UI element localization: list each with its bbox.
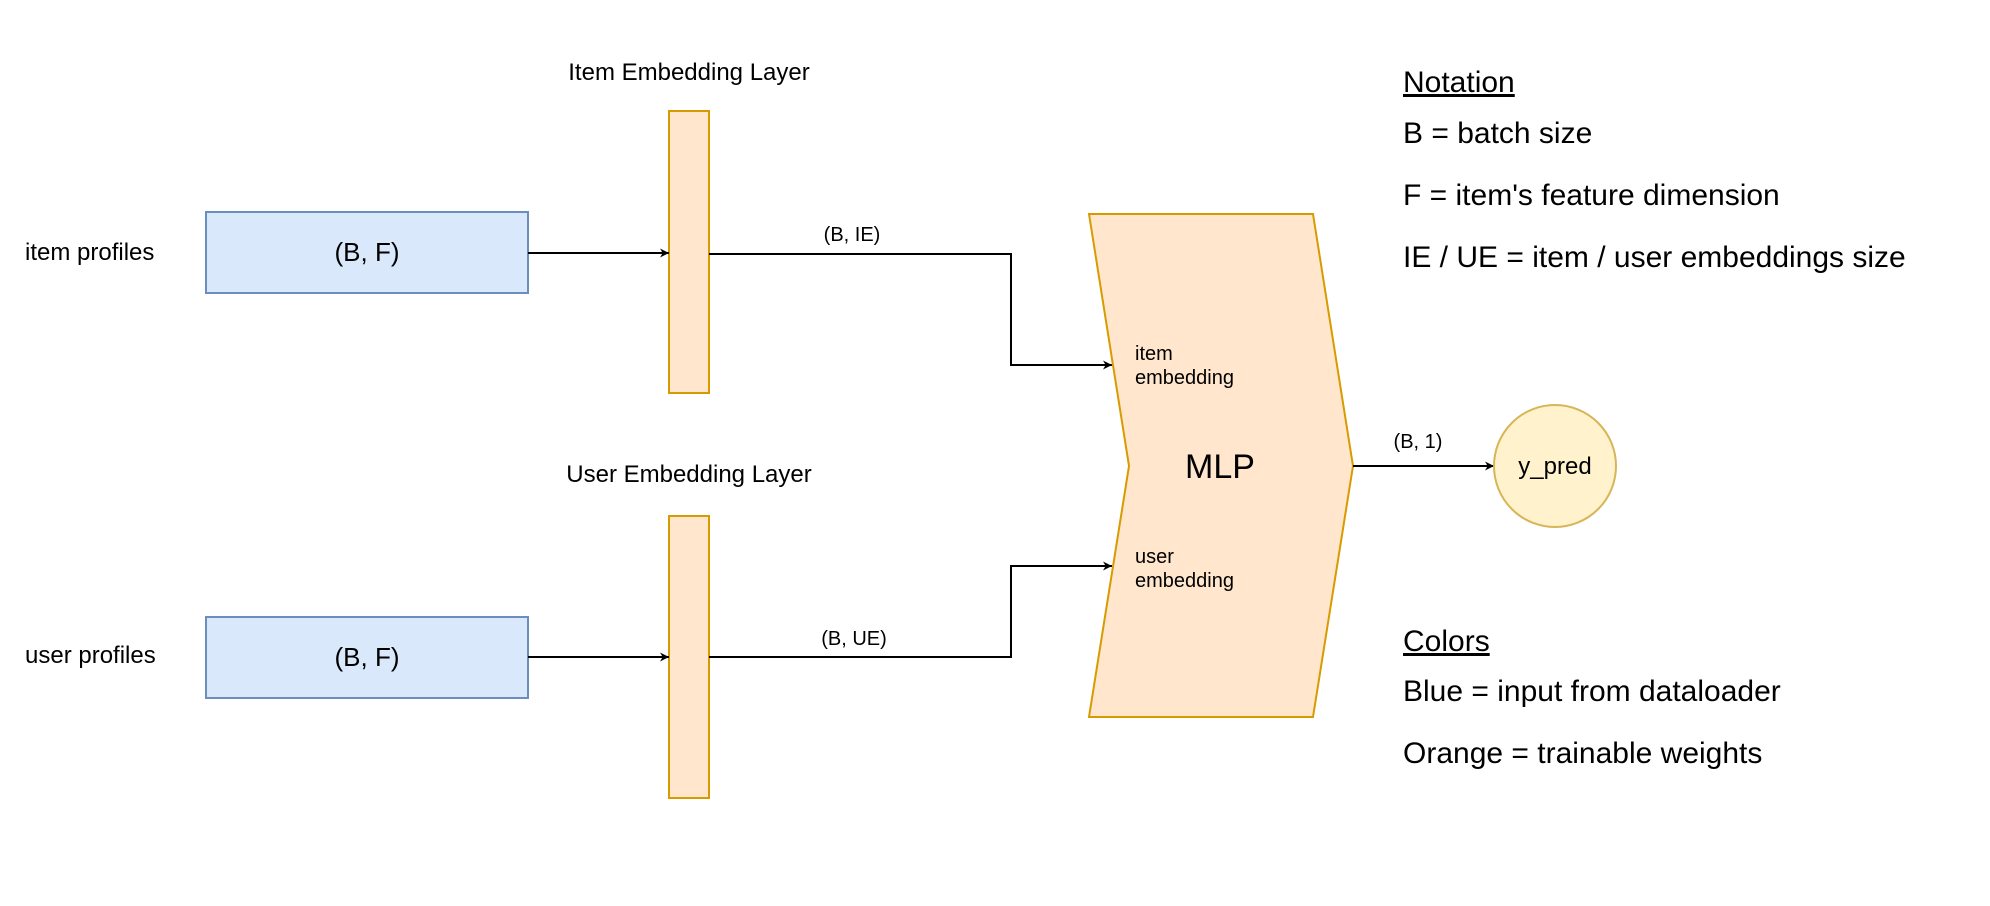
notation-heading: Notation [1403, 66, 1515, 99]
notation-item-feature: F = item's feature dimension [1403, 179, 1780, 212]
y-pred-node[interactable] [1493, 404, 1617, 528]
user-profiles-box[interactable] [205, 616, 529, 699]
colors-item-blue: Blue = input from dataloader [1403, 675, 1781, 708]
y-pred-label: y_pred [1518, 453, 1591, 480]
mlp-output-shape: (B, 1) [1394, 431, 1443, 453]
user-profiles-label: user profiles [25, 642, 156, 669]
notation-item-batch: B = batch size [1403, 117, 1592, 150]
mlp-block[interactable] [1087, 213, 1355, 718]
item-embedding-output-shape: (B, IE) [824, 224, 881, 246]
item-embedding-layer[interactable] [668, 110, 710, 394]
notation-item-embeddings: IE / UE = item / user embeddings size [1403, 241, 1906, 274]
user-embedding-layer-title: User Embedding Layer [566, 461, 811, 488]
mlp-user-port-label-line2: embedding [1135, 570, 1234, 592]
mlp-label: MLP [1185, 448, 1255, 486]
mlp-item-port-label-line2: embedding [1135, 367, 1234, 389]
mlp-user-port-label-line1: user [1135, 546, 1174, 568]
user-embedding-layer[interactable] [668, 515, 710, 799]
mlp-item-port-label-line1: item [1135, 343, 1173, 365]
item-embedding-layer-title: Item Embedding Layer [568, 59, 809, 86]
user-embedding-to-mlp-arrow [709, 561, 1112, 658]
item-embedding-to-mlp-arrow [709, 253, 1112, 370]
item-profiles-box[interactable] [205, 211, 529, 294]
user-embedding-output-shape: (B, UE) [821, 628, 887, 650]
item-profiles-label: item profiles [25, 239, 154, 266]
item-profiles-shape: (B, F) [335, 237, 400, 267]
user-profiles-shape: (B, F) [335, 642, 400, 672]
colors-heading: Colors [1403, 625, 1490, 658]
colors-item-orange: Orange = trainable weights [1403, 737, 1762, 770]
